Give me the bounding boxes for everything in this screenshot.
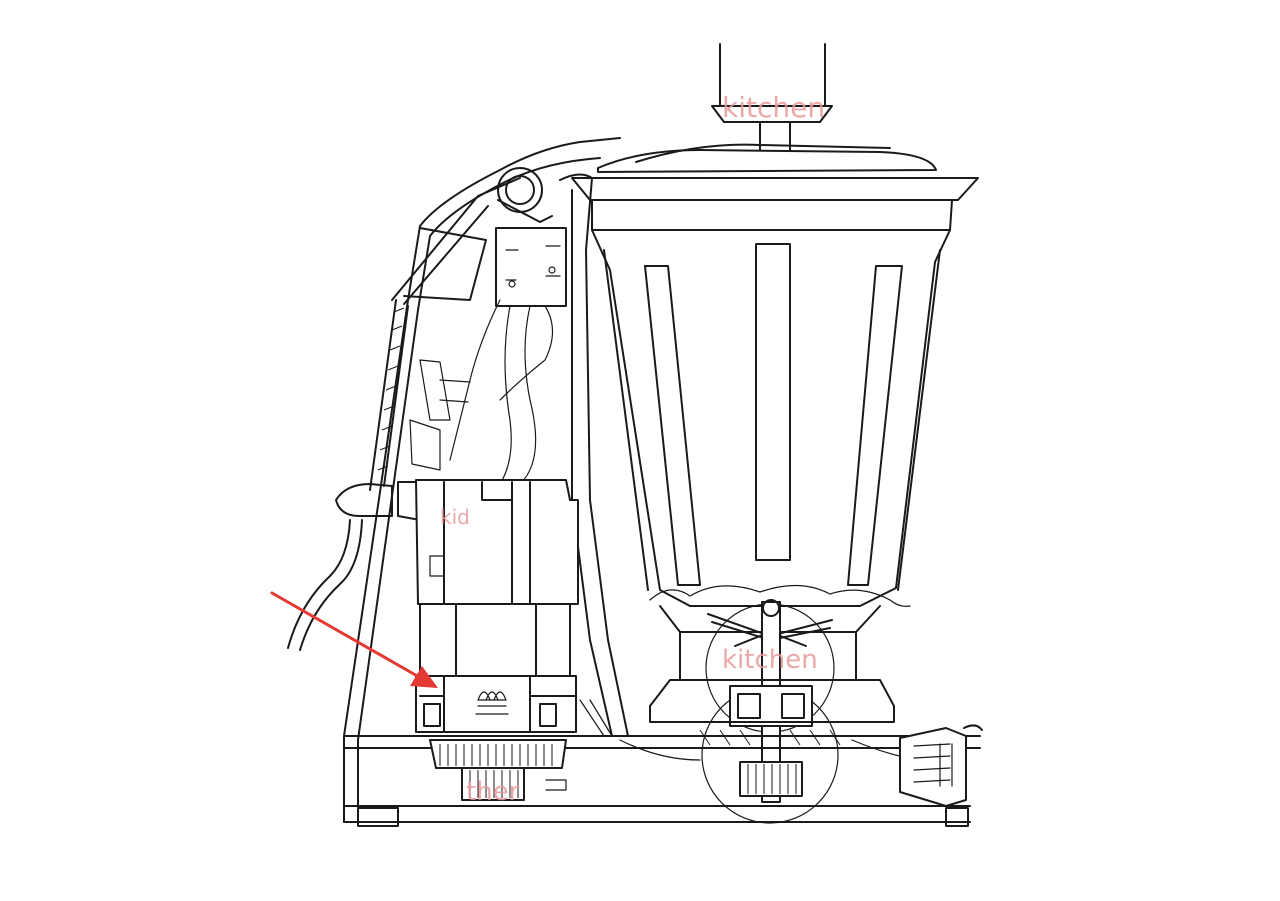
- lid-tamper: [711, 43, 833, 151]
- motor: [415, 479, 579, 801]
- pointer-arrow: [270, 591, 438, 688]
- watermark: kitchen kitchen ther kid: [440, 91, 825, 807]
- watermark-text-bottom: ther: [466, 777, 520, 807]
- motor-label-badge: [475, 691, 509, 715]
- power-cord: [287, 481, 421, 651]
- control-switch-board: [495, 227, 567, 307]
- blender-jar: [571, 143, 979, 681]
- watermark-text-top: kitchen: [722, 91, 825, 124]
- watermark-text-motor: kid: [440, 505, 470, 529]
- connector-plug: [899, 724, 983, 807]
- blade-assembly: [639, 599, 901, 824]
- watermark-text-middle: kitchen: [722, 645, 818, 675]
